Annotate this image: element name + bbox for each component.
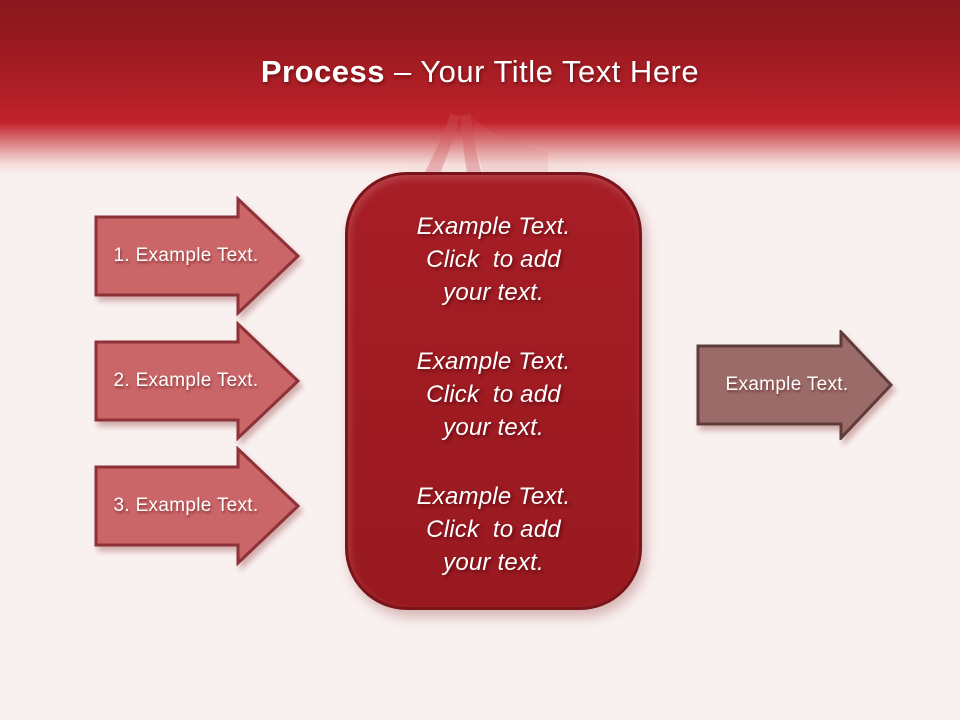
process-step-1-arrow[interactable]: 1. Example Text. [92,196,302,316]
output-arrow[interactable]: Example Text. [694,330,894,440]
panel-text-line: Click to add [426,245,561,273]
panel-text-line: Click to add [426,380,561,408]
slide-title-keyword: Process [260,54,386,89]
example-text-panel[interactable]: Example Text. Click to add your text. Ex… [345,172,642,610]
title-bar: Process– Your Title Text Here [0,0,960,178]
process-step-3-arrow[interactable]: 3. Example Text. [92,446,302,566]
slide-title-subtitle: – Your Title Text Here [394,54,700,89]
output-arrow-label: Example Text. [725,374,849,395]
panel-text-line: Click to add [426,515,561,543]
panel-text-line: Example Text. [416,482,571,510]
panel-text-line: Example Text. [416,347,571,375]
panel-text-line: your text. [443,548,544,576]
figure-silhouette [423,114,548,178]
process-step-2-arrow[interactable]: 2. Example Text. [92,321,302,441]
process-step-3-label: 3. Example Text. [113,495,259,516]
panel-paragraph-1: Example Text. Click to add your text. [417,210,571,309]
process-step-2-label: 2. Example Text. [113,370,259,391]
panel-text-line: your text. [443,413,544,441]
right-arrow-shape-icon [94,196,301,316]
slide-title: Process– Your Title Text Here [0,54,960,90]
panel-text-line: your text. [443,278,544,306]
process-step-1-label: 1. Example Text. [113,245,259,266]
panel-paragraph-3: Example Text. Click to add your text. [417,480,571,579]
panel-paragraph-2: Example Text. Click to add your text. [417,345,571,444]
right-arrow-shape-icon [696,330,894,440]
panel-text-line: Example Text. [416,212,571,240]
right-arrow-shape-icon [94,321,301,441]
right-arrow-shape-icon [94,446,301,566]
